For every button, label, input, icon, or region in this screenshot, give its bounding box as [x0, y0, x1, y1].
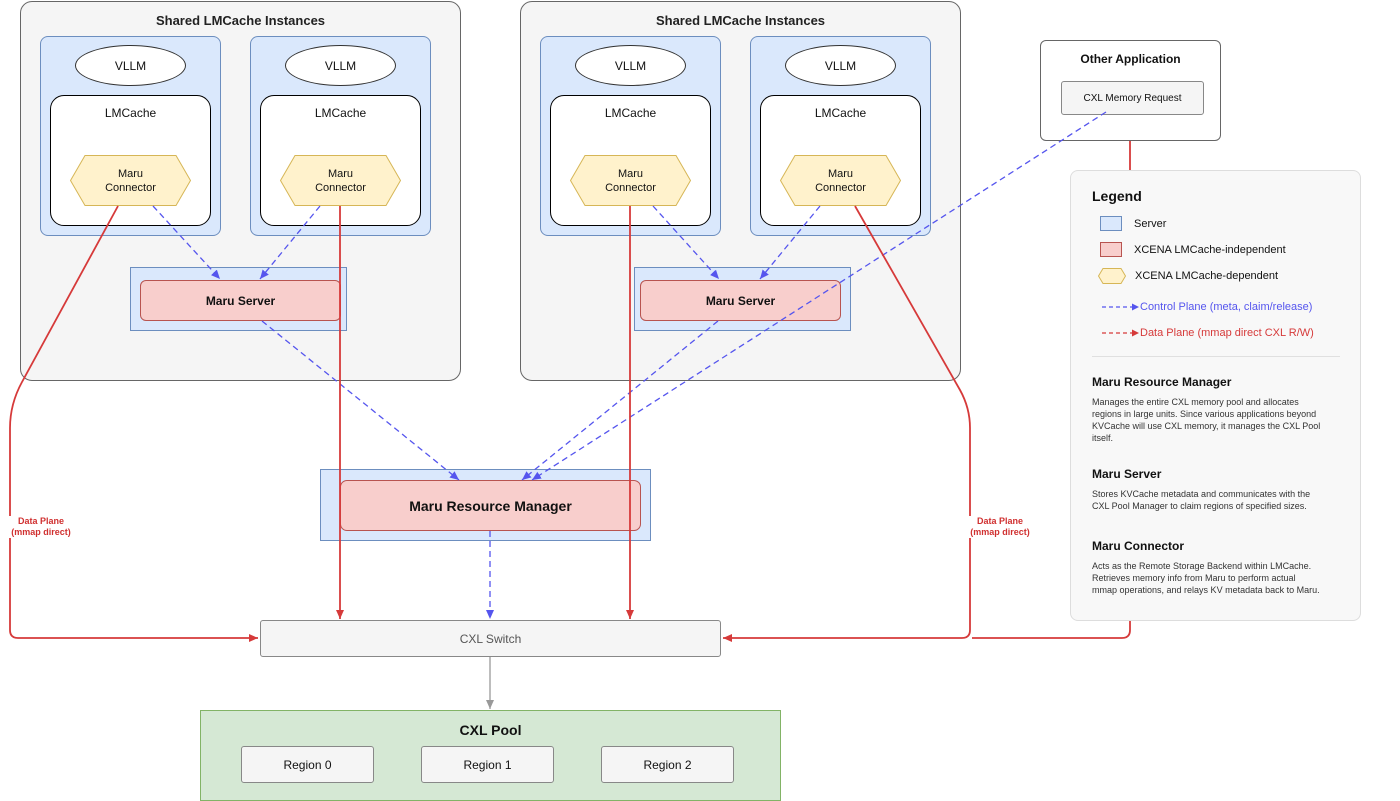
text-line: Acts as the Remote Storage Backend withi…	[1092, 561, 1312, 571]
region-label: Region 0	[283, 757, 332, 772]
region-label: Region 2	[643, 757, 692, 772]
legend-divider	[1092, 356, 1340, 357]
text-line: mmap operations, and relays KV metadata …	[1092, 585, 1320, 595]
resource-manager-label: Maru Resource Manager	[409, 497, 572, 514]
legend-section-heading: Maru Server	[1092, 467, 1162, 481]
vllm-node: VLLM	[285, 45, 396, 86]
control-plane-swatch	[1102, 303, 1139, 311]
group-title: Shared LMCache Instances	[655, 13, 826, 28]
text-line: KVCache will use CXL memory, it manages …	[1092, 421, 1321, 431]
legend-section-maru-server: Maru Server Stores KVCache metadata and …	[1092, 467, 1354, 512]
legend-item-server: Server	[1100, 216, 1166, 231]
vllm-label: VLLM	[824, 58, 857, 73]
other-application-title: Other Application	[1080, 52, 1181, 66]
connector-line2: Connector	[105, 181, 156, 194]
connector-line1: Maru	[117, 167, 144, 180]
legend-item-independent: XCENA LMCache-independent	[1100, 242, 1286, 257]
text-line: regions in large units. Since various ap…	[1092, 409, 1317, 419]
region-2: Region 2	[601, 746, 734, 783]
connector-line1: Maru	[617, 167, 644, 180]
maru-server-right: Maru Server	[640, 280, 841, 321]
maru-server-label: Maru Server	[705, 293, 776, 308]
legend-section-heading: Maru Connector	[1092, 539, 1185, 553]
cxl-memory-request-label: CXL Memory Request	[1083, 92, 1182, 104]
connector-line2: Connector	[315, 181, 366, 194]
vllm-label: VLLM	[614, 58, 647, 73]
connector-line2: Connector	[605, 181, 656, 194]
data-plane-label-line1: Data Plane	[17, 516, 65, 526]
cxl-pool-title: CXL Pool	[459, 722, 522, 738]
legend-item-label: XCENA LMCache-dependent	[1135, 270, 1279, 282]
region-0: Region 0	[241, 746, 374, 783]
maru-resource-manager: Maru Resource Manager	[340, 480, 641, 531]
text-line: itself.	[1092, 433, 1114, 443]
lmcache-label: LMCache	[314, 106, 367, 120]
group-title: Shared LMCache Instances	[155, 13, 326, 28]
legend-item-control-plane: Control Plane (meta, claim/release)	[1102, 301, 1312, 313]
data-plane-label-right: Data Plane (mmap direct)	[964, 516, 1036, 538]
legend-item-dependent: XCENA LMCache-dependent	[1098, 268, 1278, 284]
legend-item-data-plane: Data Plane (mmap direct CXL R/W)	[1102, 327, 1314, 339]
vllm-node: VLLM	[785, 45, 896, 86]
legend-item-label: XCENA LMCache-independent	[1134, 243, 1286, 256]
maru-server-left: Maru Server	[140, 280, 341, 321]
legend-section-text: Stores KVCache metadata and communicates…	[1092, 488, 1354, 512]
legend-title: Legend	[1092, 188, 1142, 204]
data-plane-label-left: Data Plane (mmap direct)	[5, 516, 77, 538]
legend-item-label: Server	[1134, 217, 1167, 230]
legend-item-label: Control Plane (meta, claim/release)	[1140, 301, 1313, 313]
dependent-swatch	[1098, 268, 1126, 284]
legend-section-maru-connector: Maru Connector Acts as the Remote Storag…	[1092, 539, 1354, 596]
hexagon-shape	[280, 155, 401, 206]
legend-section-resource-manager: Maru Resource Manager Manages the entire…	[1092, 375, 1354, 444]
connector-line1: Maru	[827, 167, 854, 180]
legend-section-text: Manages the entire CXL memory pool and a…	[1092, 396, 1354, 444]
server-swatch	[1100, 216, 1122, 231]
text-line: Manages the entire CXL memory pool and a…	[1092, 397, 1299, 407]
text-line: Retrieves memory info from Maru to perfo…	[1092, 573, 1296, 583]
region-label: Region 1	[463, 757, 512, 772]
region-1: Region 1	[421, 746, 554, 783]
legend-section-heading: Maru Resource Manager	[1092, 375, 1232, 389]
vllm-node: VLLM	[75, 45, 186, 86]
hexagon-shape	[70, 155, 191, 206]
independent-swatch	[1100, 242, 1122, 257]
cxl-memory-request: CXL Memory Request	[1061, 81, 1204, 115]
cxl-pool: CXL Pool Region 0 Region 1 Region 2	[200, 710, 781, 801]
other-application: Other Application CXL Memory Request	[1040, 40, 1221, 141]
data-plane-label-line2: (mmap direct)	[11, 527, 71, 537]
cxl-switch-label: CXL Switch	[459, 631, 522, 646]
connector-line2: Connector	[815, 181, 866, 194]
vllm-label: VLLM	[324, 58, 357, 73]
maru-server-label: Maru Server	[205, 293, 276, 308]
vllm-node: VLLM	[575, 45, 686, 86]
text-line: Stores KVCache metadata and communicates…	[1092, 489, 1311, 499]
legend-section-text: Acts as the Remote Storage Backend withi…	[1092, 560, 1354, 596]
connector-line1: Maru	[327, 167, 354, 180]
data-plane-label-line1: Data Plane	[976, 516, 1024, 526]
text-line: CXL Pool Manager to claim regions of spe…	[1092, 501, 1307, 511]
cxl-switch: CXL Switch	[260, 620, 721, 657]
legend-panel: Legend Server XCENA LMCache-independent …	[1070, 170, 1361, 621]
lmcache-label: LMCache	[104, 106, 157, 120]
data-plane-swatch	[1102, 329, 1139, 337]
vllm-label: VLLM	[114, 58, 147, 73]
lmcache-label: LMCache	[814, 106, 867, 120]
legend-item-label: Data Plane (mmap direct CXL R/W)	[1140, 327, 1314, 339]
data-plane-label-line2: (mmap direct)	[970, 527, 1030, 537]
lmcache-label: LMCache	[604, 106, 657, 120]
